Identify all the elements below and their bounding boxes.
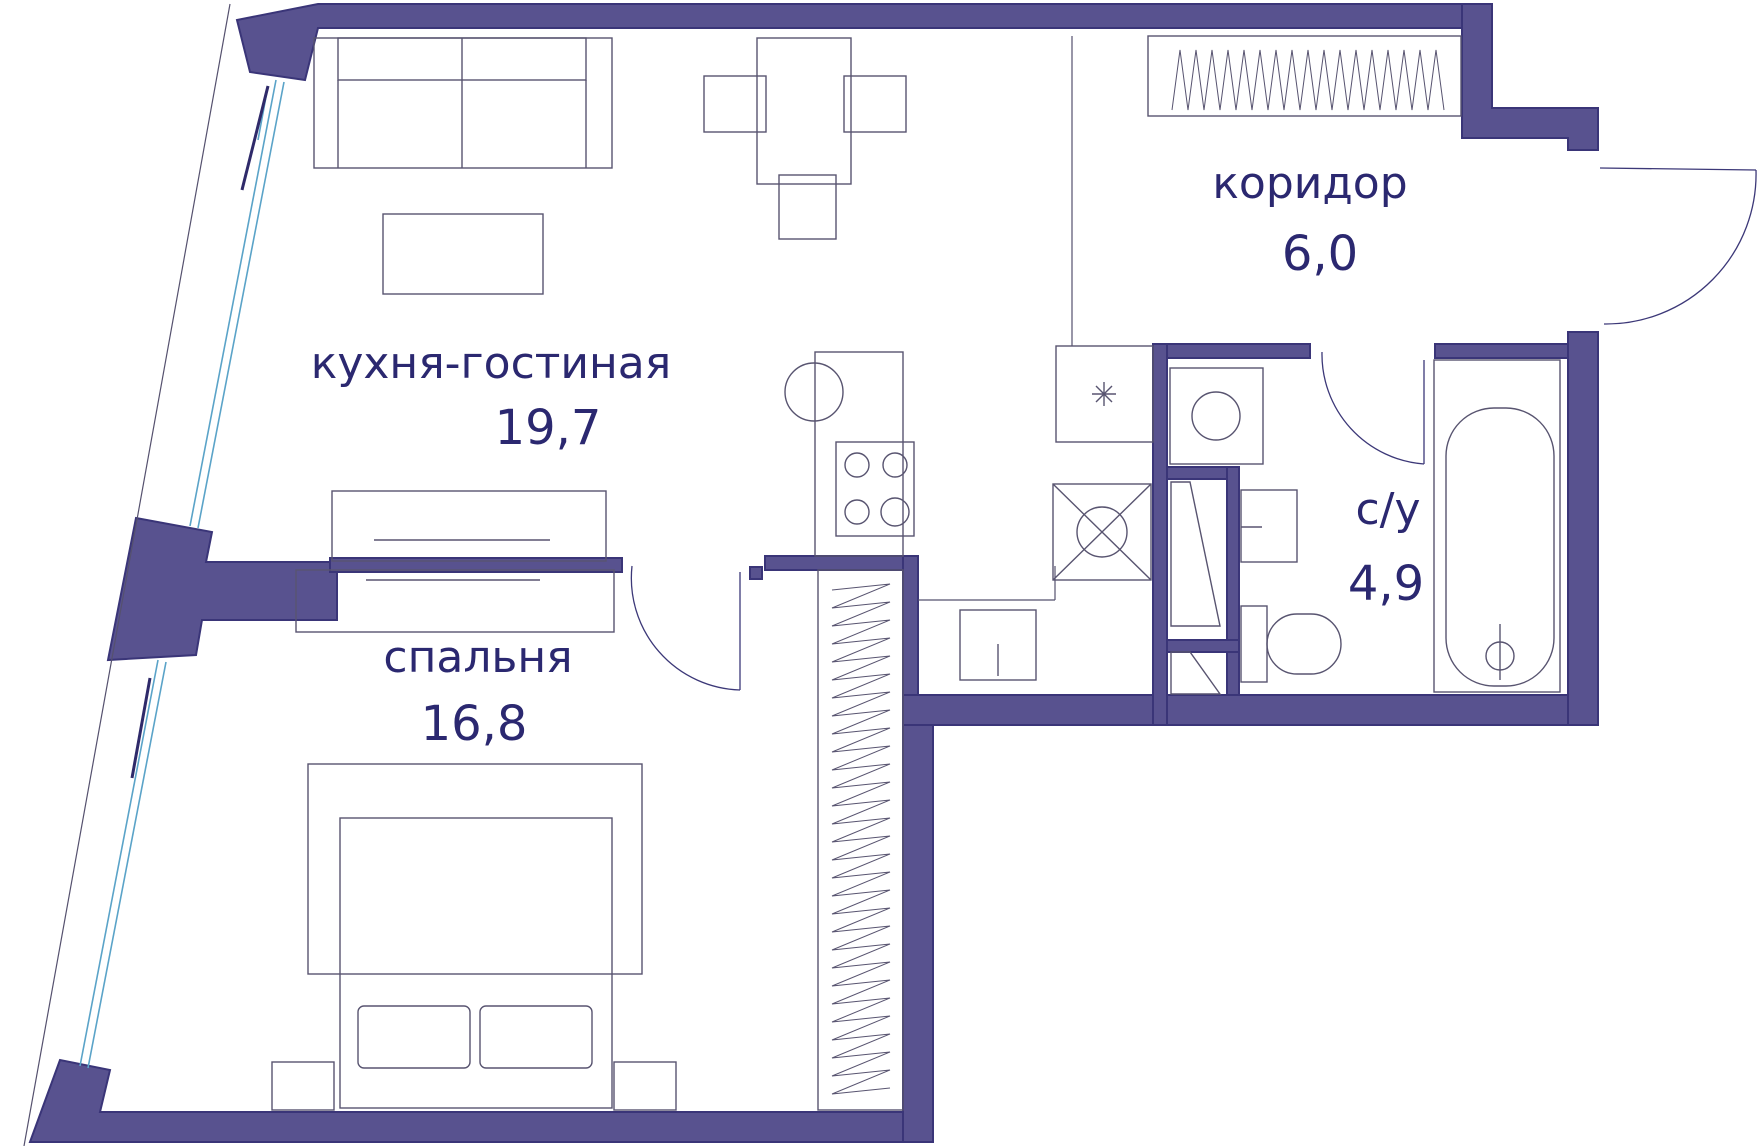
wall-bath-top-left — [1154, 343, 1311, 359]
fridge — [1055, 345, 1154, 443]
wall-bath-left — [1152, 343, 1168, 726]
bedroom-door — [630, 565, 741, 691]
wall-bottom — [28, 1058, 934, 1143]
dining-table — [756, 37, 852, 185]
room-area-bathroom: 4,9 — [1348, 556, 1424, 612]
doors — [630, 167, 1757, 691]
wall-top-right — [1461, 3, 1599, 151]
wall-bath-right — [1567, 331, 1599, 726]
chair-right — [843, 75, 907, 133]
room-name-corridor: коридор — [1212, 158, 1407, 209]
kitchen-counter — [814, 351, 904, 557]
desk — [295, 569, 615, 633]
wall-shaft-mid — [1166, 639, 1240, 653]
bedroom-wardrobe — [817, 569, 904, 1111]
washing-machine-box — [1052, 483, 1152, 581]
bath-sink — [1240, 489, 1298, 563]
wall-closet-top — [764, 555, 919, 571]
wall-shaft-right — [1226, 466, 1240, 696]
sofa — [313, 37, 613, 169]
room-name-bedroom: спальня — [383, 632, 572, 683]
wall-kitchen-bottom — [902, 694, 1154, 726]
wall-closet-jamb — [749, 566, 763, 580]
kitchen-sink-round — [784, 362, 844, 422]
kitchen-sink — [959, 609, 1037, 681]
room-area-kitchen-living: 19,7 — [495, 400, 602, 456]
corridor-wardrobe — [1147, 35, 1462, 117]
nightstand-left — [271, 1061, 335, 1111]
nightstand-right — [613, 1061, 677, 1111]
chair-left — [703, 75, 767, 133]
tv-unit — [331, 490, 607, 562]
wall-bath-top-right — [1434, 343, 1569, 359]
furniture — [271, 35, 1561, 1111]
room-name-bathroom: с/у — [1355, 484, 1420, 535]
wall-bath-bottom — [1152, 694, 1569, 726]
windows — [23, 3, 285, 1146]
bed — [271, 763, 677, 1111]
room-area-bedroom: 16,8 — [421, 696, 528, 752]
room-name-kitchen-living: кухня-гостиная — [311, 338, 671, 389]
room-area-corridor: 6,0 — [1282, 226, 1358, 282]
bathtub — [1433, 359, 1561, 693]
boiler — [1169, 367, 1264, 465]
bathroom-door — [1321, 351, 1425, 465]
toilet — [1240, 605, 1268, 683]
coffee-table — [382, 213, 544, 295]
chair-bottom — [778, 174, 837, 240]
wall-kitchen-side — [902, 555, 919, 696]
wall-top — [235, 3, 1493, 82]
hob — [835, 441, 915, 537]
wall-bedroom-right — [902, 724, 934, 1143]
room-labels: кухня-гостиная 19,7 спальня 16,8 коридор… — [311, 158, 1424, 752]
entrance-door — [1603, 169, 1757, 325]
